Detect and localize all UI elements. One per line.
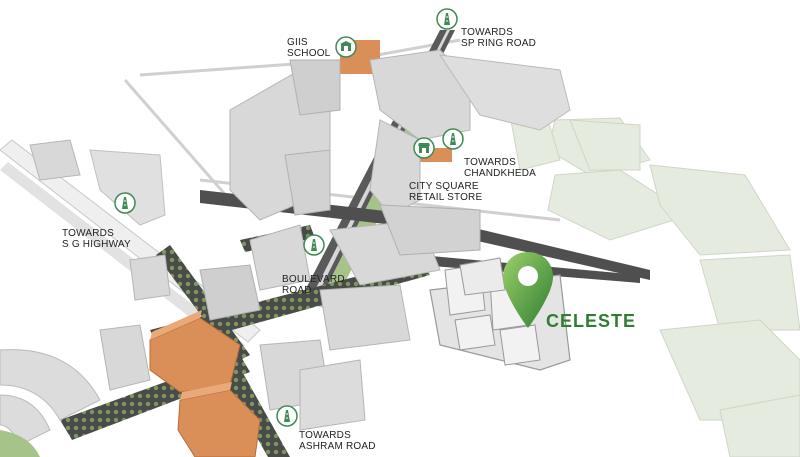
location-pin-icon[interactable]: [500, 250, 556, 332]
label-boulevard-road: BOULEVARD ROAD: [282, 274, 345, 296]
label-city-square: CITY SQUARE RETAIL STORE: [409, 181, 483, 203]
label-sp-ring-road: TOWARDS SP RING ROAD: [461, 27, 537, 49]
road-icon[interactable]: [114, 192, 136, 214]
school-icon[interactable]: [335, 36, 357, 58]
road-icon[interactable]: [442, 128, 464, 150]
buildings-south: [99, 204, 481, 431]
stadium: [0, 349, 101, 457]
road-icon[interactable]: [436, 8, 458, 30]
buildings-north: [29, 49, 571, 226]
road-icon[interactable]: [303, 234, 325, 256]
land-plots: [509, 109, 800, 457]
label-chandkheda: TOWARDS CHANDKHEDA: [464, 157, 537, 179]
label-giis-school: GIIS SCHOOL: [287, 37, 331, 59]
label-sg-highway: TOWARDS S G HIGHWAY: [62, 228, 131, 250]
store-icon[interactable]: [413, 137, 435, 159]
label-ashram-road: TOWARDS ASHRAM ROAD: [299, 430, 376, 452]
road-icon[interactable]: [276, 405, 298, 427]
project-name: CELESTE: [546, 311, 637, 331]
